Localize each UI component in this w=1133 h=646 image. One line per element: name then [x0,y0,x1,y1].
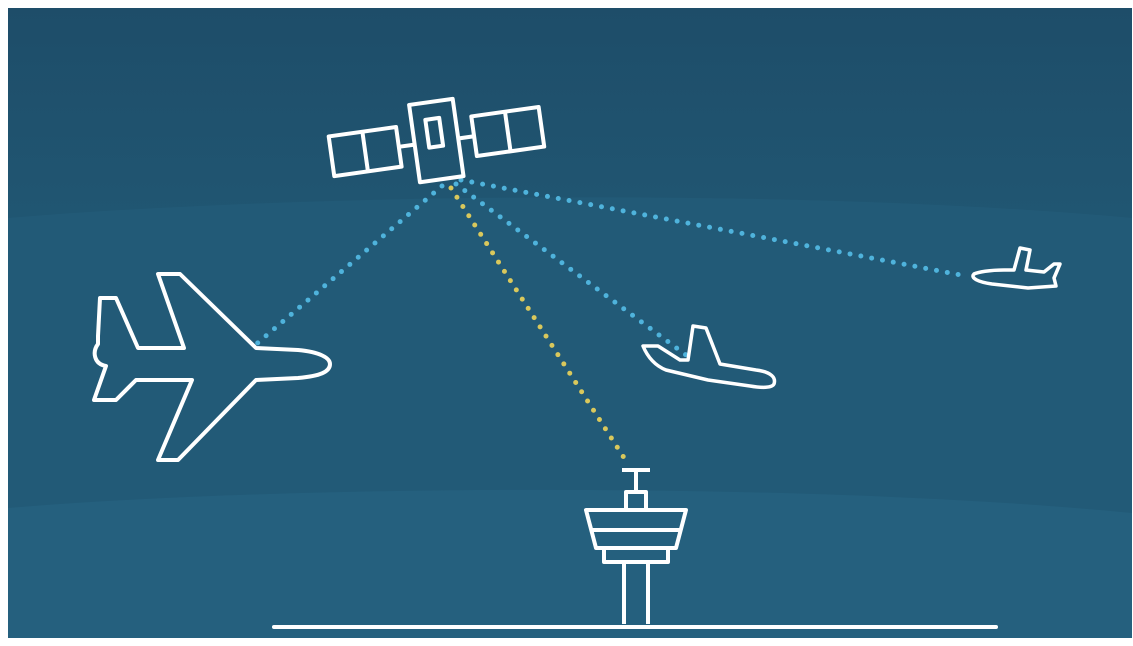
scene-svg [8,8,1132,638]
sky-top-band [8,8,1132,218]
satellite-aircraft-scene [8,8,1132,638]
